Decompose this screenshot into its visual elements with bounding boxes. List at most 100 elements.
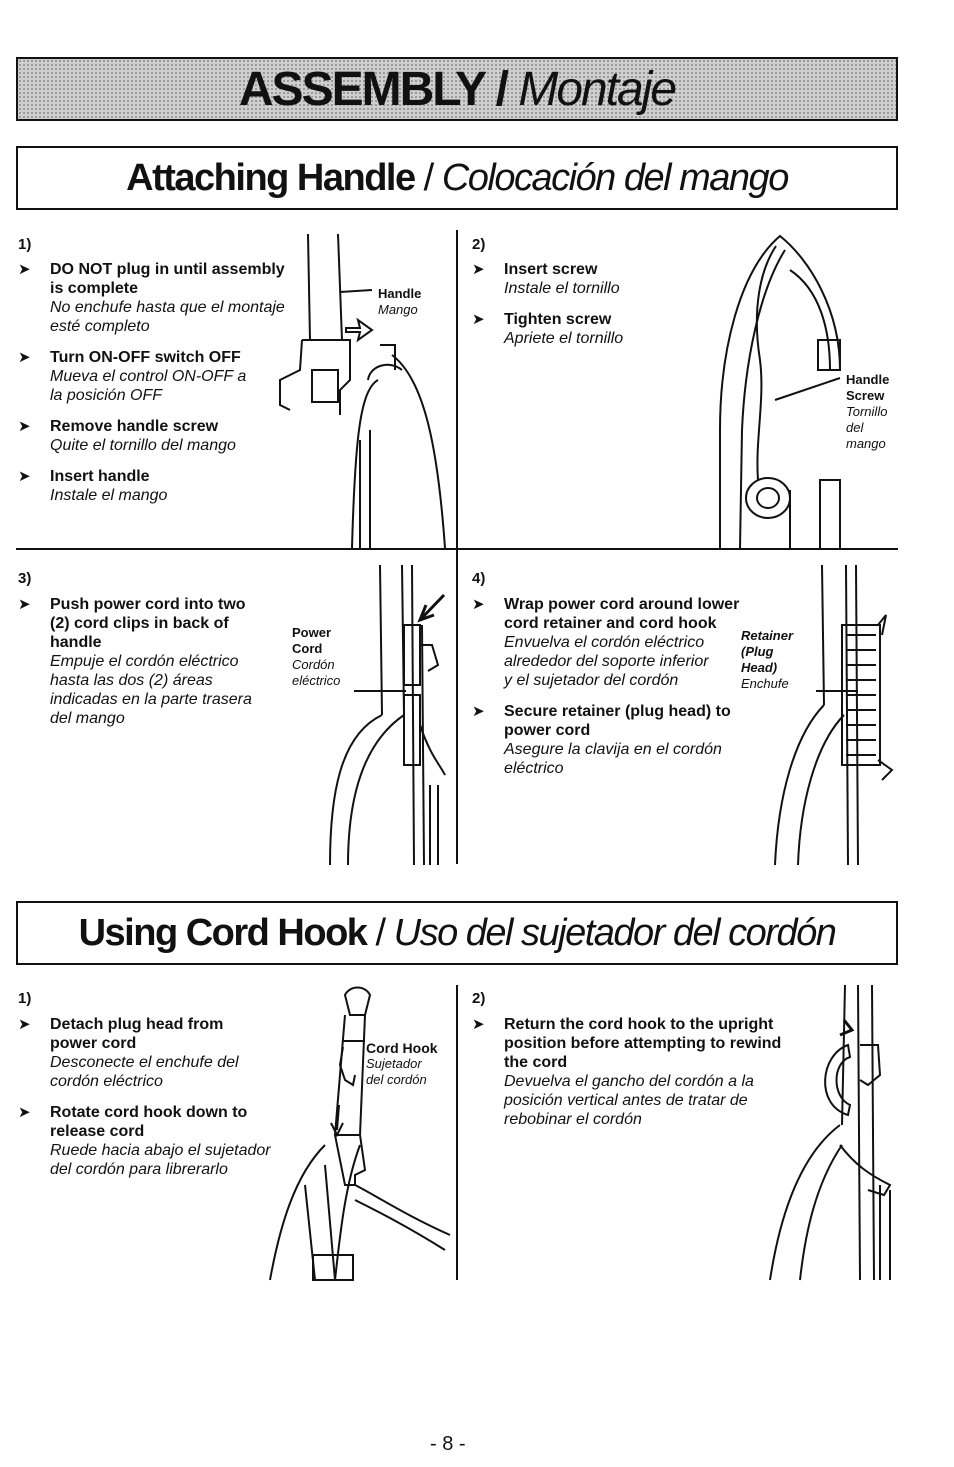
power-cord-label: Power Cord Cordón eléctrico (292, 625, 352, 689)
step1-item-1-es: No enchufe hasta que el montaje esté com… (50, 299, 285, 335)
cord-hook-label-es: Sujetador del cordón (366, 1056, 427, 1087)
power-cord-label-es: Cordón eléctrico (292, 657, 341, 688)
step1-item-4-es: Instale el mango (50, 487, 168, 504)
cord-hook-return-illustration (769, 984, 892, 1281)
cordhook-title-en: Using Cord Hook (78, 911, 368, 954)
cord-hook-title: Using Cord Hook / Uso del sujetador del … (78, 911, 837, 955)
cordhook-step1-item-1-es: Desconecte el enchufe del cordón eléctri… (50, 1054, 239, 1090)
step1-item-1-en: DO NOT plug in until assembly is complet… (50, 261, 285, 297)
attaching-title-sep: / (414, 156, 442, 199)
attaching-step1-instructions: ➤ DO NOT plug in until assembly is comple… (18, 260, 288, 517)
arrowhead-bullet-icon: ➤ (472, 311, 485, 328)
cordhook-step2-number: 2) (472, 990, 486, 1007)
arrowhead-bullet-icon: ➤ (18, 349, 31, 366)
cordhook-step1-number: 1) (18, 990, 32, 1007)
arrowhead-bullet-icon: ➤ (472, 596, 485, 613)
step4-item-2-en: Secure retainer (plug head) to power cor… (504, 703, 731, 739)
cord-clips-illustration (329, 564, 446, 866)
handle-label-en: Handle (378, 286, 422, 301)
step2-item-2-es: Apriete el tornillo (504, 330, 624, 347)
handle-label: Handle Mango (378, 286, 421, 318)
arrowhead-bullet-icon: ➤ (18, 596, 31, 613)
power-cord-label-en: Power Cord (292, 625, 332, 656)
cordhook-step1-item-1-en: Detach plug head from power cord (50, 1016, 224, 1052)
assembly-title-en: ASSEMBLY (238, 62, 486, 116)
cordhook-vertical-divider (456, 985, 458, 1280)
arrowhead-bullet-icon: ➤ (472, 1016, 485, 1033)
arrowhead-bullet-icon: ➤ (18, 468, 31, 485)
retainer-label: Retainer (Plug Head) Enchufe (741, 628, 811, 692)
attaching-step4-instructions: ➤ Wrap power cord around lower cord retai… (472, 595, 782, 790)
arrowhead-bullet-icon: ➤ (472, 261, 485, 278)
attaching-handle-header: Attaching Handle / Colocación del mango (16, 146, 898, 210)
attaching-handle-title: Attaching Handle / Colocación del mango (126, 156, 790, 200)
step1-item-3-es: Quite el tornillo del mango (50, 437, 236, 454)
handle-screw-label-en1: Handle (846, 372, 890, 387)
step2-item-2-en: Tighten screw (504, 311, 612, 328)
attaching-title-es: Colocación del mango (441, 156, 790, 199)
step1-item-2-en: Turn ON-OFF switch OFF (50, 349, 241, 366)
arrowhead-bullet-icon: ➤ (472, 703, 485, 720)
assembly-banner: ASSEMBLY / Montaje (16, 57, 898, 121)
attaching-step1-number: 1) (18, 236, 32, 253)
cordhook-step2-item-1-es: Devuelva el gancho del cordón a la posic… (504, 1073, 754, 1128)
step2-item-1-es: Instale el tornillo (504, 280, 620, 297)
attaching-horizontal-divider (16, 548, 898, 550)
cord-hook-label: Cord Hook Sujetador del cordón (366, 1040, 456, 1088)
arrowhead-bullet-icon: ➤ (18, 1104, 31, 1121)
retainer-label-es: Enchufe (741, 676, 789, 691)
cordhook-step1-item-2-en: Rotate cord hook down to release cord (50, 1104, 248, 1140)
step3-item-1-es: Empuje el cordón eléctrico hasta las dos… (50, 653, 252, 727)
step4-item-1-en: Wrap power cord around lower cord retain… (504, 596, 740, 632)
cord-hook-header: Using Cord Hook / Uso del sujetador del … (16, 901, 898, 965)
assembly-title-es: Montaje (518, 62, 677, 116)
attaching-step2-number: 2) (472, 236, 486, 253)
cord-wrap-illustration (774, 564, 894, 866)
handle-label-es: Mango (378, 302, 418, 317)
cordhook-step1-item-2-es: Ruede hacia abajo el sujetador del cordó… (50, 1142, 271, 1178)
step3-item-1: ➤ Push power cord into two (2) cord clips… (18, 595, 268, 728)
attaching-title-en: Attaching Handle (126, 156, 416, 199)
step1-item-4-en: Insert handle (50, 468, 150, 485)
step2-item-1-en: Insert screw (504, 261, 598, 278)
cordhook-title-es: Uso del sujetador del cordón (393, 911, 837, 954)
attaching-vertical-divider (456, 230, 458, 864)
cord-hook-label-en: Cord Hook (366, 1040, 438, 1056)
step1-item-3-en: Remove handle screw (50, 418, 219, 435)
cordhook-step2-item-1: ➤ Return the cord hook to the upright pos… (472, 1015, 782, 1129)
cordhook-title-sep: / (366, 911, 394, 954)
screw-insert-illustration (719, 234, 841, 549)
arrowhead-bullet-icon: ➤ (18, 261, 31, 278)
retainer-label-en: Retainer (Plug Head) (741, 628, 794, 675)
step1-item-2-es: Mueva el control ON-OFF a la posición OF… (50, 368, 247, 404)
attaching-step4-number: 4) (472, 570, 486, 587)
handle-screw-label-es: Tornillo del mango (846, 404, 888, 451)
cord-hook-release-illustration (269, 986, 451, 1281)
step1-item-1: ➤ DO NOT plug in until assembly is comple… (18, 260, 288, 336)
attaching-step3-number: 3) (18, 570, 32, 587)
step3-item-1-en: Push power cord into two (2) cord clips … (50, 596, 246, 651)
step4-item-2: ➤ Secure retainer (plug head) to power co… (472, 702, 782, 778)
assembly-title: ASSEMBLY / Montaje (238, 62, 677, 117)
handle-screw-label: Handle Screw Tornillo del mango (846, 372, 898, 452)
handle-screw-label-en2: Screw (846, 388, 885, 403)
step4-item-1-es: Envuelva el cordón eléctrico alrededor d… (504, 634, 709, 689)
step1-item-2: ➤ Turn ON-OFF switch OFF Mueva el control … (18, 348, 288, 405)
step4-item-2-es: Asegure la clavija en el cordón eléctric… (504, 741, 722, 777)
cordhook-step2-item-1-en: Return the cord hook to the upright posi… (504, 1016, 782, 1071)
attaching-step3-instructions: ➤ Push power cord into two (2) cord clips… (18, 595, 268, 740)
arrowhead-bullet-icon: ➤ (18, 1016, 31, 1033)
arrowhead-bullet-icon: ➤ (18, 418, 31, 435)
step4-item-1: ➤ Wrap power cord around lower cord retai… (472, 595, 782, 690)
handle-insert-illustration (279, 233, 446, 549)
assembly-title-sep: / (484, 62, 519, 116)
cordhook-step2-instructions: ➤ Return the cord hook to the upright pos… (472, 1015, 782, 1141)
